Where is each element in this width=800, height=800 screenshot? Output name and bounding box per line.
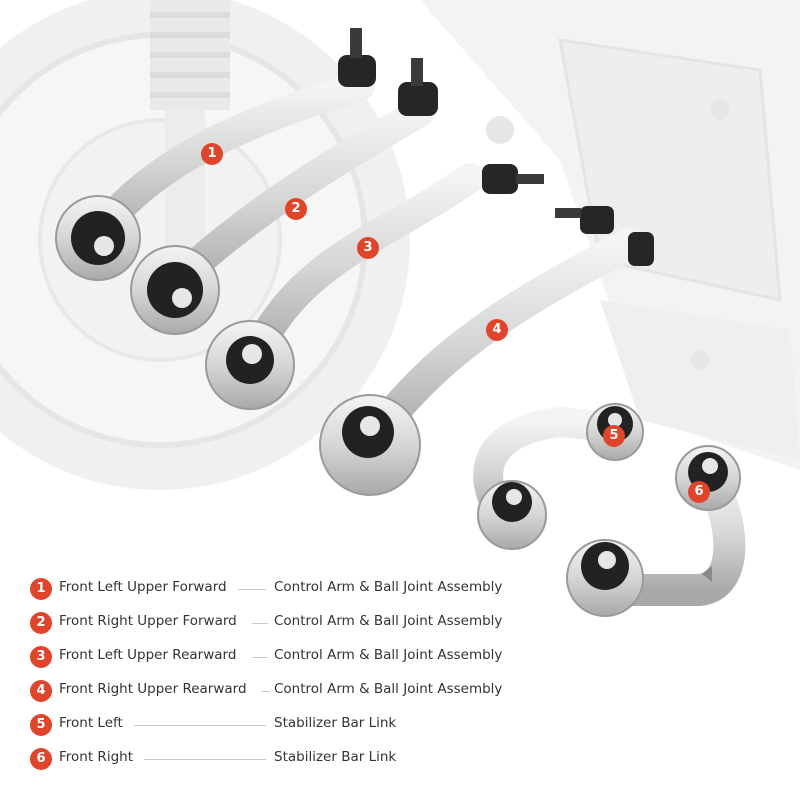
legend-description: Control Arm & Ball Joint Assembly xyxy=(274,681,503,697)
legend-description: Control Arm & Ball Joint Assembly xyxy=(274,613,503,629)
badge-6: 6 xyxy=(688,481,710,503)
legend-row: 3 Front Left Upper Rearward Control Arm … xyxy=(30,642,590,676)
badge-4: 4 xyxy=(486,319,508,341)
legend-description: Stabilizer Bar Link xyxy=(274,715,397,731)
legend-badge: 5 xyxy=(30,714,52,736)
legend-badge: 6 xyxy=(30,748,52,770)
legend-position: Front Left xyxy=(59,715,123,731)
stabilizer-link-6 xyxy=(566,445,746,617)
legend-position: Front Right Upper Forward xyxy=(59,613,237,629)
legend-badge: 2 xyxy=(30,612,52,634)
legend-divider xyxy=(252,623,268,624)
badge-1: 1 xyxy=(201,143,223,165)
parts-legend: 1 Front Left Upper Forward Control Arm &… xyxy=(30,574,590,778)
control-arm-4 xyxy=(319,206,654,496)
legend-divider xyxy=(134,725,266,726)
legend-position: Front Left Upper Forward xyxy=(59,579,227,595)
legend-row: 1 Front Left Upper Forward Control Arm &… xyxy=(30,574,590,608)
legend-row: 2 Front Right Upper Forward Control Arm … xyxy=(30,608,590,642)
legend-divider xyxy=(252,657,268,658)
legend-badge: 3 xyxy=(30,646,52,668)
legend-description: Stabilizer Bar Link xyxy=(274,749,397,765)
legend-row: 4 Front Right Upper Rearward Control Arm… xyxy=(30,676,590,710)
control-arm-2 xyxy=(130,58,438,335)
badge-3: 3 xyxy=(357,237,379,259)
badge-5: 5 xyxy=(603,425,625,447)
legend-row: 6 Front Right Stabilizer Bar Link xyxy=(30,744,590,778)
legend-badge: 4 xyxy=(30,680,52,702)
legend-position: Front Right Upper Rearward xyxy=(59,681,247,697)
legend-divider xyxy=(144,759,266,760)
legend-divider xyxy=(262,691,270,692)
legend-description: Control Arm & Ball Joint Assembly xyxy=(274,647,503,663)
legend-badge: 1 xyxy=(30,578,52,600)
legend-row: 5 Front Left Stabilizer Bar Link xyxy=(30,710,590,744)
legend-description: Control Arm & Ball Joint Assembly xyxy=(274,579,503,595)
control-arm-3 xyxy=(205,163,544,410)
legend-divider xyxy=(238,589,266,590)
badge-2: 2 xyxy=(285,198,307,220)
legend-position: Front Left Upper Rearward xyxy=(59,647,237,663)
legend-position: Front Right xyxy=(59,749,133,765)
